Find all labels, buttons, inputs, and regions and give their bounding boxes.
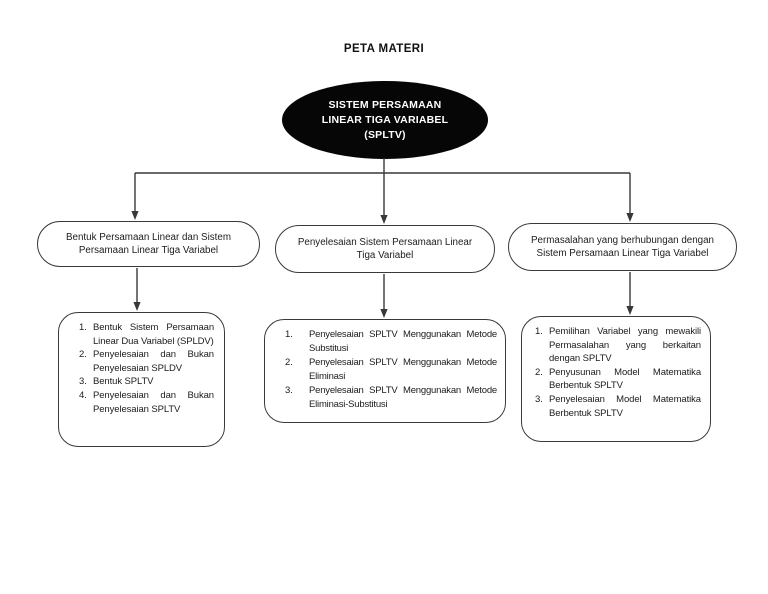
list-item-text: Penyelesaian dan Bukan Penyelesaian SPLT… (93, 389, 214, 415)
list-item: 2. Penyusunan Model Matematika Berbentuk… (535, 366, 701, 393)
list-item-text: Penyelesaian SPLTV Menggunakan Metode El… (309, 385, 497, 410)
list-item-number: 3. (285, 385, 293, 396)
page-title: PETA MATERI (343, 43, 425, 55)
arrowhead-icon (380, 309, 388, 318)
list-item-text: Penyelesaian SPLTV Menggunakan Metode Su… (309, 329, 497, 354)
branch-label-line: Penyelesaian Sistem Persamaan Linear (297, 236, 473, 248)
list-item-number: 2. (535, 366, 543, 378)
branch-label-line: Sistem Persamaan Linear Tiga Variabel (536, 248, 709, 259)
arrowhead-icon (133, 302, 141, 311)
list-item: 2. Penyelesaian SPLTV Menggunakan Metode… (285, 356, 497, 384)
list-item-text: Pemilihan Variabel yang mewakili Permasa… (549, 326, 701, 365)
branch-label-line: Tiga Variabel (356, 250, 414, 261)
list-item: 1. Pemilihan Variabel yang mewakili Perm… (535, 325, 701, 366)
branch-label-line: Persamaan Linear Tiga Variabel (78, 245, 219, 256)
list-item-number: 1. (535, 326, 543, 337)
list-item-text: Penyelesaian dan Bukan Penyelesaian SPLD… (93, 349, 214, 374)
root-node-line: SISTEM PERSAMAAN (328, 98, 442, 111)
list-item: 1. Bentuk Sistem Persamaan Linear Dua Va… (79, 321, 214, 348)
list-item-number: 3. (79, 376, 87, 388)
list-item-text: Penyusunan Model Matematika Berbentuk SP… (549, 366, 701, 392)
list-item: 3. Penyelesaian Model Matematika Berbent… (535, 393, 701, 420)
detail-box-bentuk-persamaan: 1. Bentuk Sistem Persamaan Linear Dua Va… (58, 312, 225, 447)
list-item-number: 2. (79, 349, 87, 361)
list-item-text: Bentuk SPLTV (93, 376, 154, 388)
list-item-number: 4. (79, 389, 87, 401)
branch-label-line: Bentuk Persamaan Linear dan Sistem (65, 231, 231, 243)
list-item-text: Bentuk Sistem Persamaan Linear Dua Varia… (93, 322, 214, 347)
arrowhead-icon (380, 215, 388, 224)
list-item: 2. Penyelesaian dan Bukan Penyelesaian S… (79, 348, 214, 375)
list-item-number: 2. (285, 357, 293, 368)
root-node-line: (SPLTV) (364, 128, 406, 141)
branch-label-line: Permasalahan yang berhubungan dengan (530, 234, 715, 246)
list-item-number: 1. (79, 322, 87, 333)
detail-box-permasalahan: 1. Pemilihan Variabel yang mewakili Perm… (521, 316, 711, 442)
list-item: 3. Bentuk SPLTV (79, 375, 214, 389)
arrowhead-icon (626, 213, 634, 222)
branch-node-permasalahan: Permasalahan yang berhubungan dengan Sis… (508, 223, 737, 271)
arrowhead-icon (131, 211, 139, 220)
detail-box-penyelesaian: 1. Penyelesaian SPLTV Menggunakan Metode… (264, 319, 506, 423)
list-item-text: Penyelesaian SPLTV Menggunakan Metode El… (309, 357, 497, 382)
arrowhead-icon (626, 306, 634, 315)
list-item: 3. Penyelesaian SPLTV Menggunakan Metode… (285, 384, 497, 412)
list-item-text: Penyelesaian Model Matematika Berbentuk … (549, 393, 701, 419)
root-node-line: LINEAR TIGA VARIABEL (321, 113, 449, 126)
list-item: 1. Penyelesaian SPLTV Menggunakan Metode… (285, 328, 497, 356)
root-node-spltv: SISTEM PERSAMAAN LINEAR TIGA VARIABEL (S… (282, 81, 488, 159)
list-item: 4. Penyelesaian dan Bukan Penyelesaian S… (79, 389, 214, 416)
list-item-number: 3. (535, 393, 543, 405)
branch-node-penyelesaian: Penyelesaian Sistem Persamaan Linear Tig… (275, 225, 495, 273)
branch-node-bentuk-persamaan: Bentuk Persamaan Linear dan Sistem Persa… (37, 221, 260, 267)
list-item-number: 1. (285, 329, 293, 340)
